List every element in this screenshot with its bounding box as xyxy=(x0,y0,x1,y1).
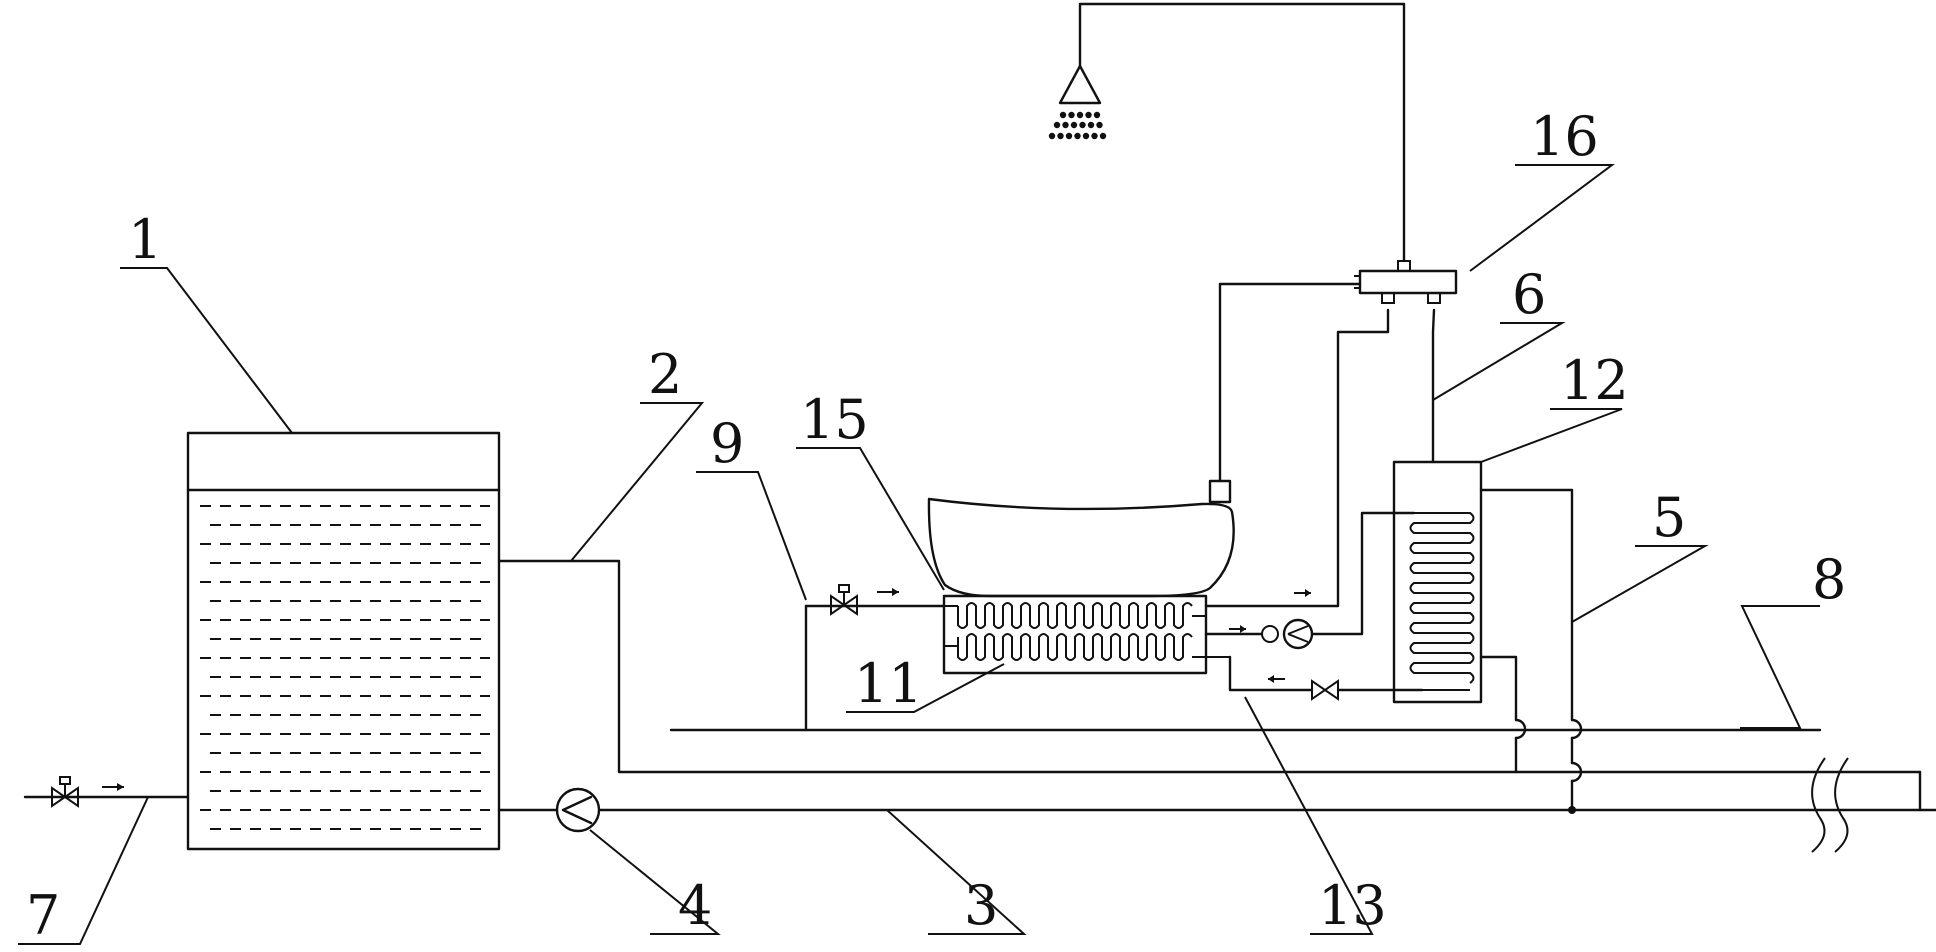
label-13: 13 xyxy=(1318,874,1387,937)
label-7: 7 xyxy=(26,884,60,947)
break-mark xyxy=(1811,757,1849,853)
inlet-pipe xyxy=(23,776,190,808)
cold-feed-pipe xyxy=(804,584,946,616)
label-2: 2 xyxy=(648,343,682,406)
label-4: 4 xyxy=(678,874,712,937)
tub-line xyxy=(1218,282,1362,483)
flow-arrow-icon xyxy=(1294,589,1311,597)
leader-lines xyxy=(18,164,1820,945)
hx-return-pipe xyxy=(1228,655,1424,701)
heat-storage-tank xyxy=(1392,460,1483,704)
label-15: 15 xyxy=(800,388,869,451)
flow-arrow-icon xyxy=(102,783,124,791)
sensor-icon xyxy=(1261,625,1279,643)
shower-head-icon xyxy=(1048,64,1107,140)
flow-arrow-icon xyxy=(1229,625,1246,633)
hot-water-pipe xyxy=(1431,308,1436,464)
tank-outlet-pipe xyxy=(1479,655,1527,774)
label-9: 9 xyxy=(710,412,744,475)
inlet-valve-icon xyxy=(51,776,79,808)
return-pipe xyxy=(497,559,1922,774)
label-6: 6 xyxy=(1512,263,1546,326)
feed-valve-icon xyxy=(830,584,858,616)
mixing-valve xyxy=(1354,260,1458,304)
drain-pipe xyxy=(669,604,1822,732)
flow-arrow-icon xyxy=(1268,675,1285,683)
label-5: 5 xyxy=(1652,486,1686,549)
shower-pipe xyxy=(1078,2,1406,263)
label-11: 11 xyxy=(854,652,923,715)
heat-exchanger xyxy=(942,594,1230,675)
tub-drain-pipe xyxy=(1204,308,1390,608)
callout-labels: 1 2 3 4 5 6 7 8 9 11 12 13 15 16 xyxy=(26,105,1846,947)
water-tank xyxy=(186,431,501,851)
label-1: 1 xyxy=(128,208,162,271)
tank-heat-pipe xyxy=(1479,488,1583,814)
return-valve-icon xyxy=(1311,679,1339,701)
circulation-pump-icon xyxy=(1282,618,1314,650)
pump-icon xyxy=(555,787,601,833)
water-fill xyxy=(200,505,490,830)
flow-arrow-icon xyxy=(877,588,899,596)
label-16: 16 xyxy=(1530,105,1599,168)
label-12: 12 xyxy=(1560,349,1629,412)
bathtub xyxy=(927,479,1235,598)
label-8: 8 xyxy=(1812,548,1846,611)
label-3: 3 xyxy=(964,874,998,937)
hx-outlet-pipe xyxy=(1204,511,1416,650)
